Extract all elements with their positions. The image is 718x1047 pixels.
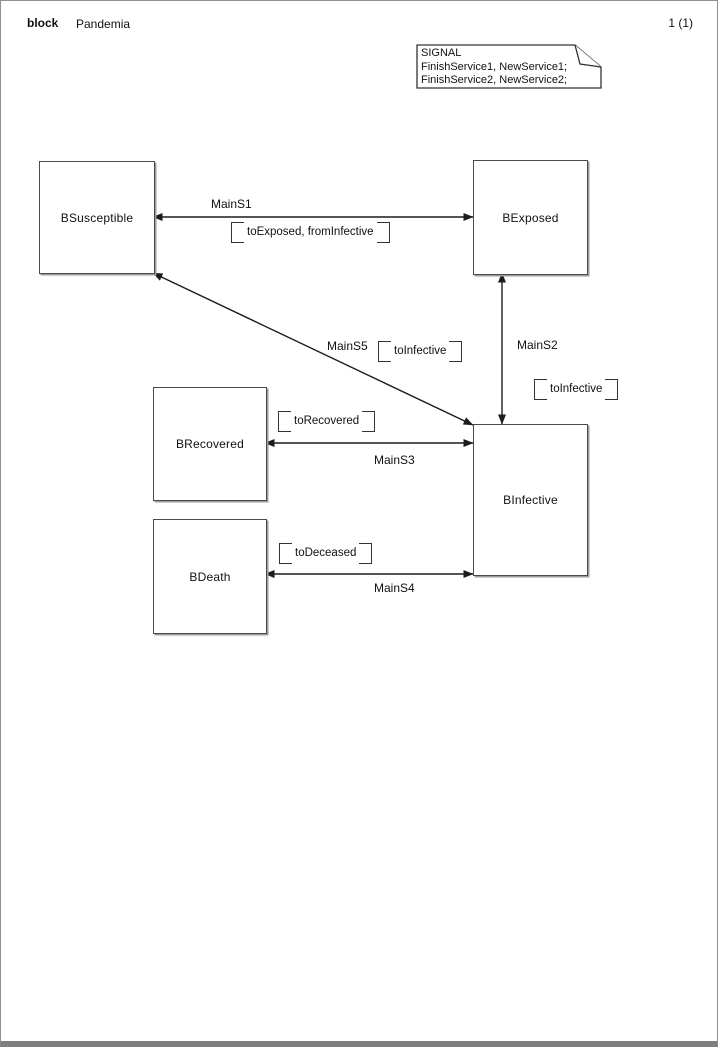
- signal-declaration-line: FinishService2, NewService2;: [421, 74, 568, 86]
- block-name: BExposed: [502, 210, 559, 225]
- channel-mains4-label[interactable]: MainS4: [374, 581, 415, 595]
- block-name: BDeath: [189, 569, 231, 584]
- diagram-kind-label: block: [27, 16, 59, 30]
- channel-mains5-line[interactable]: [152, 272, 474, 426]
- signal-list-mains3[interactable]: toRecovered: [278, 411, 376, 432]
- signal-declaration-text[interactable]: SIGNAL FinishService1, NewService1; Fini…: [421, 47, 567, 88]
- signal-list-mains4[interactable]: toDeceased: [279, 543, 373, 564]
- signal-declaration-line: FinishService1, NewService1;: [421, 60, 568, 73]
- page-number: 1 (1): [668, 16, 693, 30]
- channel-mains1-label[interactable]: MainS1: [211, 197, 252, 211]
- channel-mains5-label[interactable]: MainS5: [327, 339, 368, 353]
- signal-declaration-symbol[interactable]: [416, 44, 602, 89]
- channel-mains3-label[interactable]: MainS3: [374, 453, 415, 467]
- signal-list-mains5[interactable]: toInfective: [378, 341, 463, 362]
- signal-list-mains1[interactable]: toExposed, fromInfective: [231, 222, 390, 243]
- block-bexposed[interactable]: BExposed: [473, 160, 588, 275]
- block-binfective[interactable]: BInfective: [473, 424, 588, 576]
- block-brecovered[interactable]: BRecovered: [153, 387, 267, 501]
- signal-list-mains2[interactable]: toInfective: [534, 379, 619, 400]
- diagram-title: Pandemia: [76, 17, 131, 31]
- signal-declaration-line: SIGNAL: [421, 47, 462, 59]
- channel-mains2-label[interactable]: MainS2: [517, 338, 558, 352]
- block-bdeath[interactable]: BDeath: [153, 519, 267, 634]
- block-bsusceptible[interactable]: BSusceptible: [39, 161, 155, 274]
- block-name: BInfective: [503, 493, 558, 507]
- block-name: BRecovered: [175, 437, 245, 451]
- block-name: BSusceptible: [60, 210, 134, 225]
